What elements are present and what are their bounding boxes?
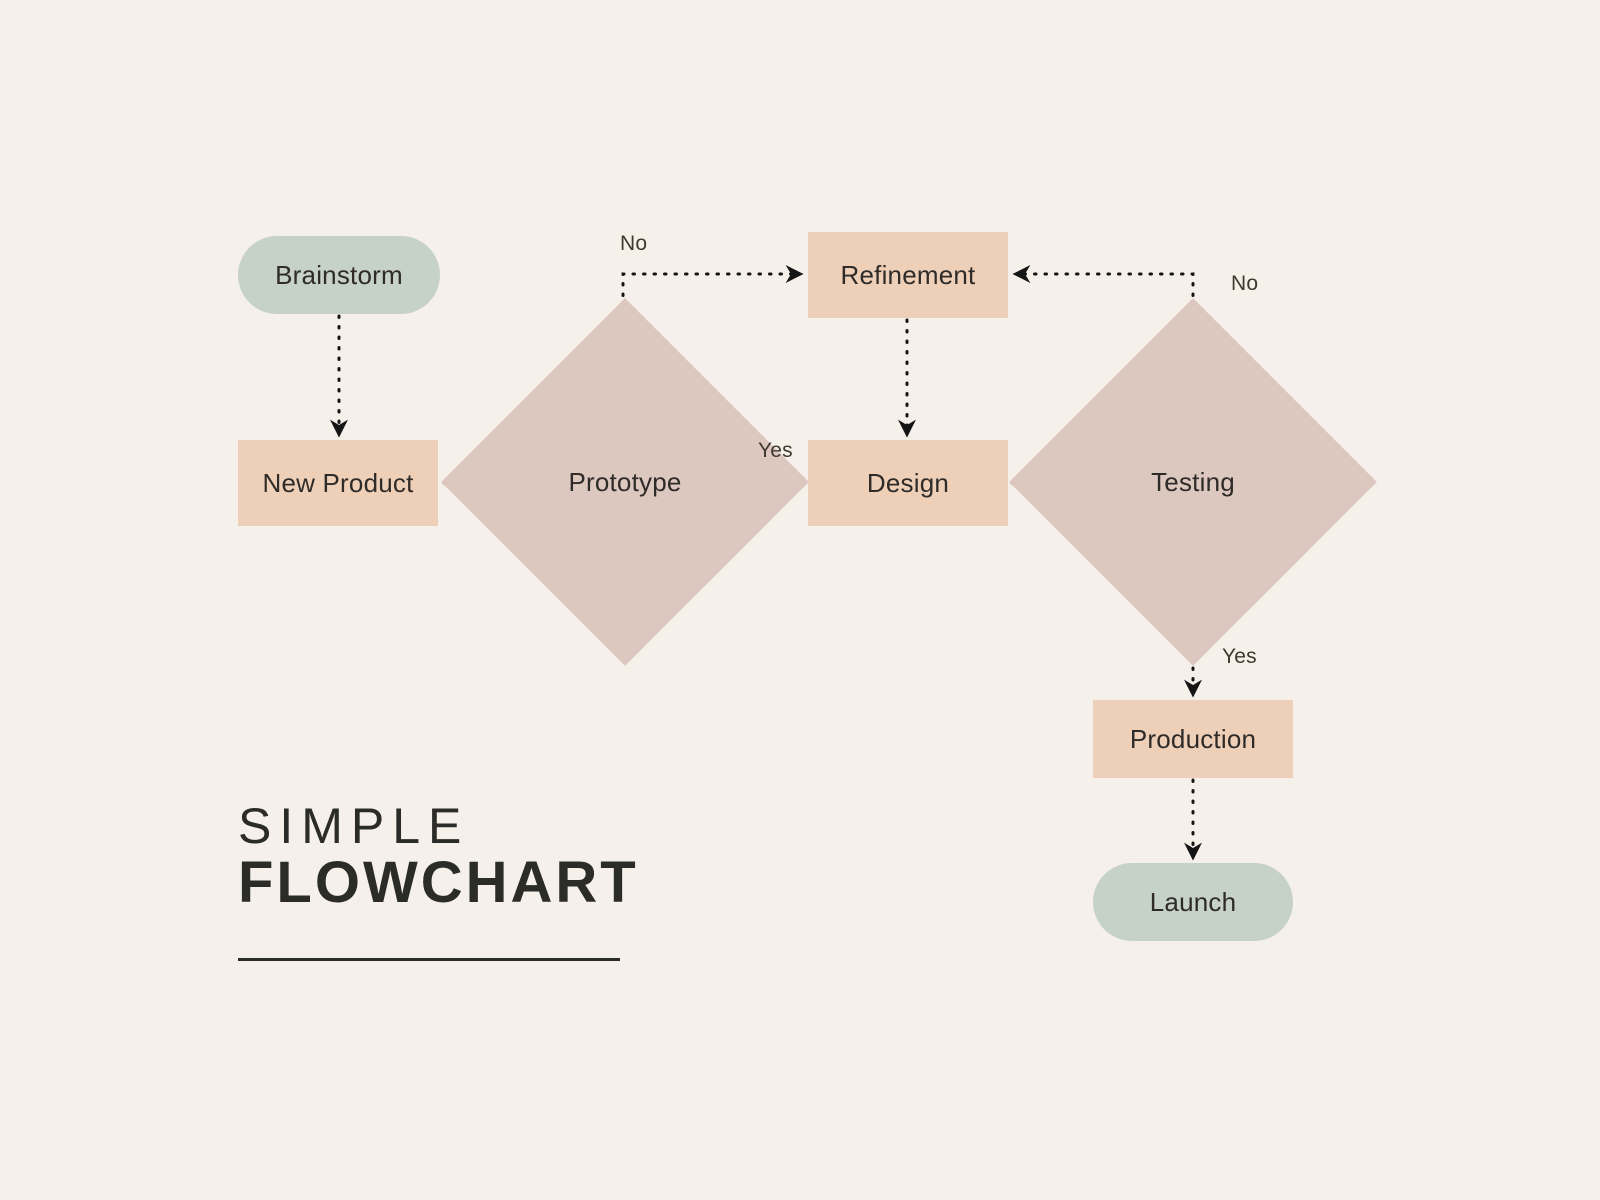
node-label-refinement: Refinement [840,260,976,290]
page-title-line-1: SIMPLE [238,798,470,854]
node-label-production: Production [1129,724,1257,754]
node-testing[interactable]: Testing [1009,298,1377,666]
title-underline-rule [238,958,620,961]
node-label-prototype: Prototype [568,467,682,497]
node-label-launch: Launch [1149,887,1237,917]
edge-label-no-testing: No [1231,272,1259,295]
title-block: SIMPLE FLOWCHART [238,800,658,913]
edge-label-yes-prototype: Yes [758,439,793,462]
node-label-brainstorm: Brainstorm [275,260,403,290]
node-new-product[interactable]: New Product [238,440,438,526]
node-label-new-product: New Product [262,468,414,498]
node-design[interactable]: Design [808,440,1008,526]
node-launch[interactable]: Launch [1093,863,1293,941]
node-label-testing: Testing [1151,467,1235,497]
page-title-line-2: FLOWCHART [238,849,639,915]
edge-label-yes-testing: Yes [1222,645,1257,668]
node-production[interactable]: Production [1093,700,1293,778]
node-refinement[interactable]: Refinement [808,232,1008,318]
node-brainstorm[interactable]: Brainstorm [238,236,440,314]
edge-label-no-prototype: No [620,232,648,255]
node-label-design: Design [866,468,950,498]
node-prototype[interactable]: Prototype [441,298,809,666]
